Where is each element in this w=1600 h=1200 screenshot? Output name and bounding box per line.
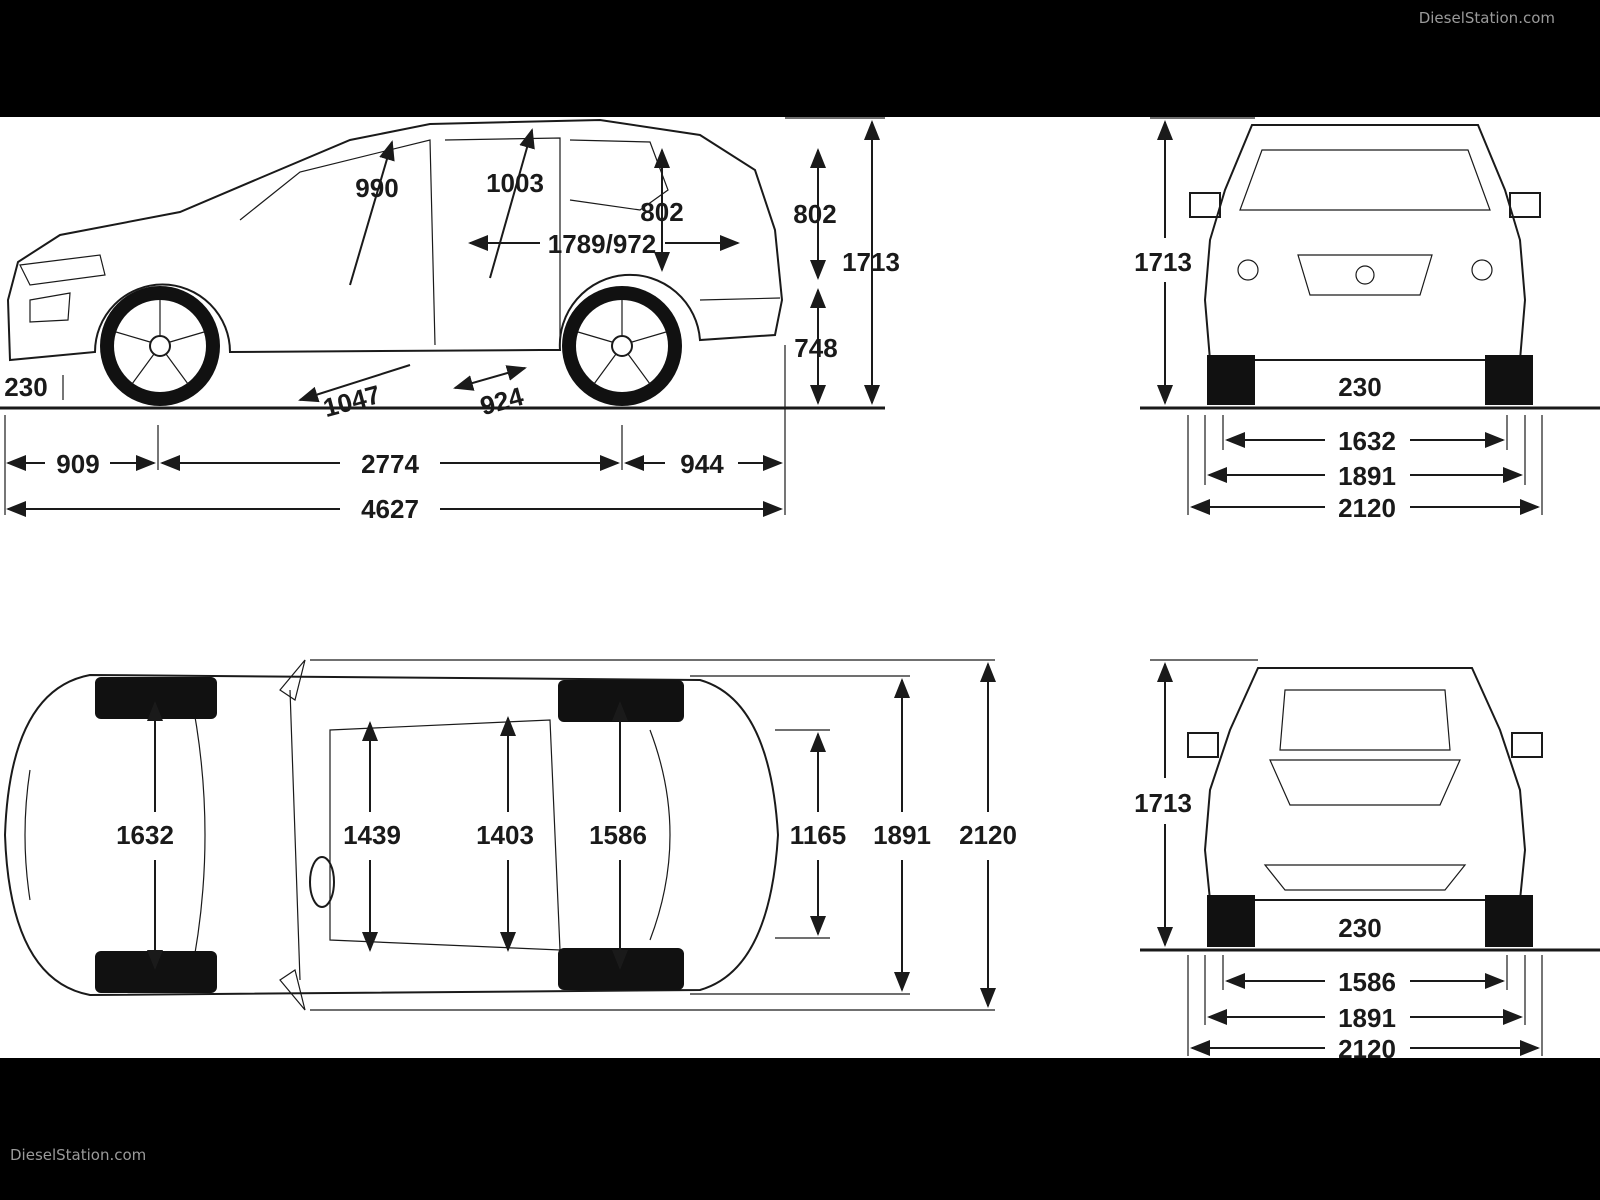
rear-wheel (562, 286, 682, 406)
rear-track-label: 1586 (1338, 967, 1396, 997)
rear-legroom-label: 924 (477, 381, 527, 421)
top-mirror-width-label: 2120 (959, 820, 1017, 850)
rear-view: 1713 230 1586 1891 2120 (1134, 659, 1600, 1064)
front-ground-clearance-label: 230 (1338, 372, 1381, 402)
steering-wheel-icon (309, 856, 335, 908)
front-headroom-label: 990 (355, 173, 398, 203)
top-view: 1632 1439 1403 1586 1165 1891 2120 (3, 659, 1017, 1011)
top-body-width-label: 1891 (873, 820, 931, 850)
rear-height-upper-label: 802 (793, 199, 836, 229)
top-rear-track-label: 1586 (589, 820, 647, 850)
rear-body-width-label: 1891 (1338, 1003, 1396, 1033)
rear-height-lower-label: 748 (794, 333, 837, 363)
overall-length-label: 4627 (361, 494, 419, 524)
rear-headroom-label: 1003 (486, 168, 544, 198)
front-body-outline (1203, 124, 1527, 361)
front-wheel (100, 286, 220, 406)
front-height-label: 1713 (1134, 247, 1192, 277)
side-body-outline (6, 118, 784, 362)
front-view: 1713 230 1632 1891 2120 (1134, 117, 1600, 523)
front-mirror-width-label: 2120 (1338, 493, 1396, 523)
rear-ground-clearance-label: 230 (1338, 913, 1381, 943)
rear-height-label: 1713 (1134, 788, 1192, 818)
watermark-top: DieselStation.com (1418, 9, 1555, 27)
rear-shoulder-label: 1403 (476, 820, 534, 850)
rear-overhang-label: 944 (680, 449, 724, 479)
drawing-sheet (0, 117, 1600, 1058)
rear-mirror-width-label: 2120 (1338, 1034, 1396, 1064)
top-body-outline (3, 673, 780, 997)
side-view: 990 1003 802 1789/972 802 1713 748 230 1… (0, 117, 900, 524)
front-legroom-label: 1047 (320, 379, 384, 423)
brand-logo (1355, 265, 1375, 285)
front-body-width-label: 1891 (1338, 461, 1396, 491)
overall-height-label: 1713 (842, 247, 900, 277)
ground-clearance-label: 230 (4, 372, 47, 402)
cargo-width-label: 1165 (790, 820, 846, 850)
watermark-bottom: DieselStation.com (10, 1146, 147, 1164)
top-front-track-label: 1632 (116, 820, 174, 850)
front-track-label: 1632 (1338, 426, 1396, 456)
cargo-length-label: 1789/972 (548, 229, 656, 259)
front-overhang-label: 909 (56, 449, 99, 479)
front-shoulder-label: 1439 (343, 820, 401, 850)
wheelbase-label: 2774 (361, 449, 419, 479)
cargo-height-label: 802 (640, 197, 683, 227)
